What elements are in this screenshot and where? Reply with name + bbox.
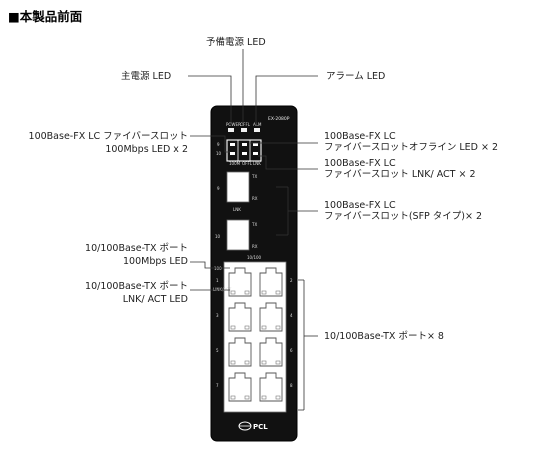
fx-offline-line1: 100Base-FX LC: [324, 131, 396, 142]
fx-slot-9-rx: RX: [252, 196, 258, 201]
tx-speed-line1: 10/100Base-TX ポート: [85, 243, 188, 254]
tx-header-label: 10/100: [247, 255, 262, 260]
page-title: ■本製品前面: [8, 9, 83, 24]
tx-port-number-5: 5: [216, 348, 219, 353]
tx-port-area: 10/100 100 LINK/ACT 1 2 3 4 5 6 7 8: [213, 255, 293, 413]
tx-port-number-4: 4: [290, 313, 293, 318]
fx-offline-led-label: 100Base-FX LC ファイバースロットオフライン LED × 2: [324, 131, 498, 153]
fx-slot-10-number: 10: [215, 234, 221, 239]
tx-port-number-1: 1: [216, 278, 219, 283]
standby-led-label: 予備電源 LED: [206, 37, 266, 48]
fx-slot-10-rx: RX: [252, 244, 258, 249]
fx-speed-led-line1: 100Base-FX LC ファイバースロット: [28, 131, 188, 142]
fx-led-lnk-label: LNK: [253, 161, 261, 166]
rj45-port-5: [228, 337, 252, 367]
rj45-port-3: [228, 302, 252, 332]
tx-port-number-6: 6: [290, 348, 293, 353]
rj45-port-4: [259, 302, 283, 332]
main-power-led-label: 主電源 LED: [121, 71, 172, 82]
alarm-led-label: アラーム LED: [326, 71, 386, 82]
tx-lnk-line1: 10/100Base-TX ポート: [85, 281, 188, 292]
tx-port-number-3: 3: [216, 313, 219, 318]
fx-lnk-line2: ファイバースロット LNK/ ACT × 2: [324, 169, 476, 180]
fx-slot-lnk: LNK: [233, 207, 241, 212]
leader-lines: [188, 49, 318, 411]
tx-port-number-8: 8: [290, 383, 293, 388]
power-led-label: POWER: [226, 122, 241, 127]
tx-ports-label: 10/100Base-TX ポート× 8: [324, 331, 444, 342]
fx-lnk-led-label: 100Base-FX LC ファイバースロット LNK/ ACT × 2: [324, 158, 476, 180]
fx-led-100m-label: 100M: [229, 161, 241, 166]
logo-text: PCL: [253, 423, 268, 431]
tx-lnk-line2: LNK/ ACT LED: [122, 294, 188, 305]
fx-slot-10-tx: TX: [251, 222, 257, 227]
alm-led-label: ALM: [253, 122, 262, 127]
fx-led-cluster: 9 10 100M OFFL LNK: [216, 139, 262, 166]
fx-speed-led-line2: 100Mbps LED x 2: [105, 144, 188, 155]
rj45-port-2: [259, 267, 283, 297]
rj45-port-7: [228, 372, 252, 402]
offl-led-label: OFFL: [240, 122, 251, 127]
fx-slots: 9 10 TX RX TX RX LNK: [215, 171, 258, 251]
fx-lnk-line1: 100Base-FX LC: [324, 158, 396, 169]
model-label: EX-2080P: [268, 116, 290, 122]
tx-lnk-label: LINK/ACT: [213, 287, 232, 292]
pcl-logo: PCL: [238, 421, 268, 431]
fx-slot-line2: ファイバースロット(SFP タイプ)× 2: [324, 211, 483, 222]
rj45-port-6: [259, 337, 283, 367]
fx-speed-led-label: 100Base-FX LC ファイバースロット 100Mbps LED x 2: [29, 131, 188, 155]
tx-port-number-2: 2: [290, 278, 293, 283]
top-leds: POWER OFFL ALM: [226, 122, 262, 132]
alarm-led: [254, 128, 260, 132]
fx-led-port-10: 10: [216, 151, 222, 156]
fx-led-port-9: 9: [217, 142, 220, 147]
fx-offline-line2: ファイバースロットオフライン LED × 2: [324, 142, 499, 153]
tx-lnk-led-label: 10/100Base-TX ポート LNK/ ACT LED: [85, 281, 188, 305]
fx-slot-9-tx: TX: [251, 174, 257, 179]
tx-port-number-7: 7: [216, 383, 219, 388]
tx-speed-line2: 100Mbps LED: [123, 256, 188, 267]
fx-slot-10: [226, 219, 250, 251]
standby-power-led: [241, 128, 247, 132]
fx-slot-9: [226, 171, 250, 203]
fx-slot-line1: 100Base-FX LC: [324, 200, 396, 211]
fx-led-offl-label: OFFL: [242, 161, 253, 166]
power-led: [228, 128, 234, 132]
tx-speed-label: 100: [214, 266, 222, 271]
fx-slot-9-number: 9: [217, 186, 220, 191]
rj45-port-1: [228, 267, 252, 297]
rj45-port-8: [259, 372, 283, 402]
fx-slot-label: 100Base-FX LC ファイバースロット(SFP タイプ)× 2: [324, 200, 482, 222]
tx-speed-led-label: 10/100Base-TX ポート 100Mbps LED: [85, 243, 188, 267]
